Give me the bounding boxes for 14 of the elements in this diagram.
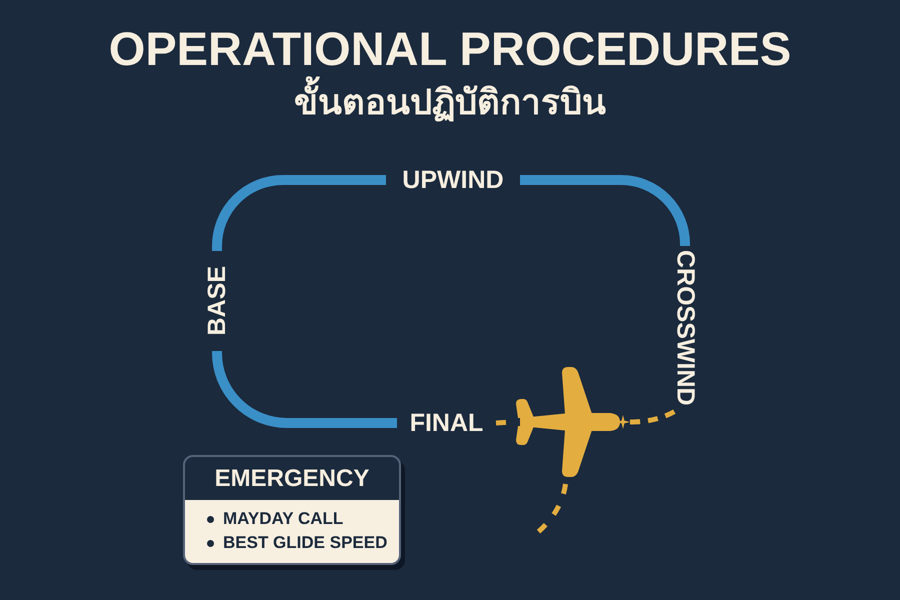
card-heading: EMERGENCY xyxy=(214,466,370,490)
leg-label: FINAL xyxy=(410,410,484,436)
connector-line xyxy=(212,348,397,428)
title: OPERATIONAL PROCEDURES xyxy=(108,24,792,74)
leg-label: UPWIND xyxy=(402,168,504,192)
dashed-line xyxy=(630,408,678,424)
list-item-text: MAYDAY CALL xyxy=(223,510,344,529)
connector-line xyxy=(212,175,386,251)
connector-line xyxy=(520,175,690,249)
leg-label: BASE xyxy=(204,266,230,336)
subtitle: ขั้นตอนปฏิบัติการบิน xyxy=(294,73,606,135)
leg-label: CROSSWIND xyxy=(672,250,698,406)
info-card xyxy=(183,455,401,565)
list-item-text: BEST GLIDE SPEED xyxy=(223,534,388,553)
